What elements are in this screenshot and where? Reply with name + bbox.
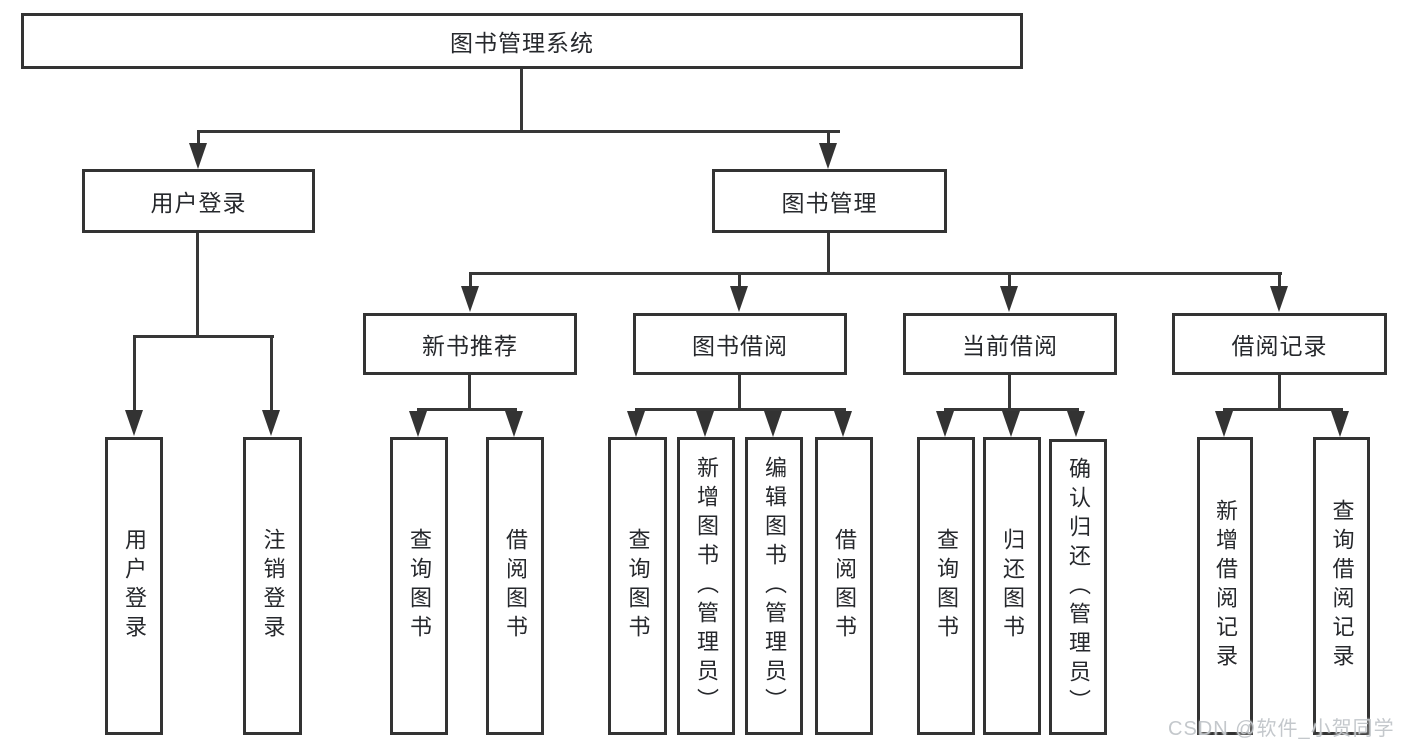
csdn-watermark: CSDN @软件_小贺同学 — [1168, 718, 1395, 740]
connector-arrow-line — [270, 335, 273, 413]
connector-book-management-stub — [827, 233, 830, 274]
node-book-borrow-label: 图书借阅 — [692, 333, 788, 359]
leaf-borrow-query-books: 查询图书 — [608, 437, 667, 735]
arrow-down-icon — [764, 411, 782, 437]
leaf-query-borrow-record-label: 查询借阅记录 — [1329, 499, 1355, 673]
arrow-down-icon — [730, 286, 748, 312]
node-book-management-label: 图书管理 — [781, 190, 878, 216]
leaf-edit-books-admin: 编辑图书（管理员） — [745, 437, 803, 735]
leaf-borrow-books: 借阅图书 — [815, 437, 873, 735]
arrow-down-icon — [1000, 286, 1018, 312]
leaf-add-books-admin-label: 新增图书（管理员） — [694, 455, 719, 717]
leaf-add-borrow-record: 新增借阅记录 — [1197, 437, 1253, 735]
connector-arrow-line — [827, 130, 830, 146]
node-root: 图书管理系统 — [21, 13, 1023, 69]
arrow-down-icon — [936, 411, 954, 437]
connector-level3-split — [469, 272, 1282, 275]
leaf-current-query-books-label: 查询图书 — [934, 528, 959, 644]
connector-split — [635, 408, 846, 411]
connector-split — [1223, 408, 1343, 411]
arrow-down-icon — [189, 143, 207, 169]
node-current-borrow-label: 当前借阅 — [962, 333, 1058, 359]
connector-stub — [1278, 375, 1281, 411]
leaf-query-borrow-record: 查询借阅记录 — [1313, 437, 1370, 735]
leaf-return-books-label: 归还图书 — [1000, 528, 1025, 644]
arrow-down-icon — [262, 410, 280, 436]
connector-stub — [1008, 375, 1011, 411]
connector-arrow-line — [469, 272, 472, 288]
leaf-edit-books-admin-label: 编辑图书（管理员） — [762, 455, 787, 717]
connector-arrow-line — [738, 272, 741, 288]
connector-root-stub — [520, 69, 523, 131]
arrow-down-icon — [409, 411, 427, 437]
arrow-down-icon — [834, 411, 852, 437]
leaf-add-borrow-record-label: 新增借阅记录 — [1213, 499, 1238, 673]
connector-user-login-split — [133, 335, 274, 338]
leaf-user-login: 用户登录 — [105, 437, 163, 735]
arrow-down-icon — [1067, 411, 1085, 437]
arrow-down-icon — [696, 411, 714, 437]
connector-stub — [738, 375, 741, 411]
node-book-management: 图书管理 — [712, 169, 947, 233]
connector-level2-split — [197, 130, 840, 133]
connector-user-login-stub — [196, 233, 199, 337]
leaf-current-query-books: 查询图书 — [917, 437, 975, 735]
node-new-book-recommend-label: 新书推荐 — [422, 333, 518, 359]
node-borrow-records: 借阅记录 — [1172, 313, 1387, 375]
node-root-label: 图书管理系统 — [450, 30, 594, 56]
leaf-confirm-return-admin-label: 确认归还（管理员） — [1066, 456, 1091, 718]
arrow-down-icon — [461, 286, 479, 312]
node-book-borrow: 图书借阅 — [633, 313, 847, 375]
arrow-down-icon — [627, 411, 645, 437]
connector-stub — [468, 375, 471, 411]
connector-arrow-line — [133, 335, 136, 413]
leaf-confirm-return-admin: 确认归还（管理员） — [1049, 439, 1107, 735]
leaf-logout-login-label: 注销登录 — [260, 528, 286, 644]
leaf-borrow-query-books-label: 查询图书 — [625, 528, 651, 644]
leaf-user-login-label: 用户登录 — [122, 528, 147, 644]
connector-split — [944, 408, 1079, 411]
connector-arrow-line — [1008, 272, 1011, 288]
arrow-down-icon — [1215, 411, 1233, 437]
arrow-down-icon — [505, 411, 523, 437]
arrow-down-icon — [819, 143, 837, 169]
arrow-down-icon — [1331, 411, 1349, 437]
connector-split — [417, 408, 517, 411]
node-user-login-label: 用户登录 — [150, 190, 247, 216]
node-borrow-records-label: 借阅记录 — [1231, 333, 1328, 359]
node-new-book-recommend: 新书推荐 — [363, 313, 577, 375]
arrow-down-icon — [125, 410, 143, 436]
arrow-down-icon — [1002, 411, 1020, 437]
leaf-borrow-books-label: 借阅图书 — [832, 528, 857, 644]
connector-arrow-line — [197, 130, 200, 146]
leaf-recommend-borrow-books-label: 借阅图书 — [503, 528, 528, 644]
leaf-add-books-admin: 新增图书（管理员） — [677, 437, 735, 735]
leaf-return-books: 归还图书 — [983, 437, 1041, 735]
leaf-recommend-query-books-label: 查询图书 — [407, 528, 432, 644]
leaf-recommend-borrow-books: 借阅图书 — [486, 437, 544, 735]
arrow-down-icon — [1270, 286, 1288, 312]
node-current-borrow: 当前借阅 — [903, 313, 1117, 375]
connector-arrow-line — [1278, 272, 1281, 288]
leaf-recommend-query-books: 查询图书 — [390, 437, 448, 735]
node-user-login: 用户登录 — [82, 169, 315, 233]
leaf-logout-login: 注销登录 — [243, 437, 302, 735]
